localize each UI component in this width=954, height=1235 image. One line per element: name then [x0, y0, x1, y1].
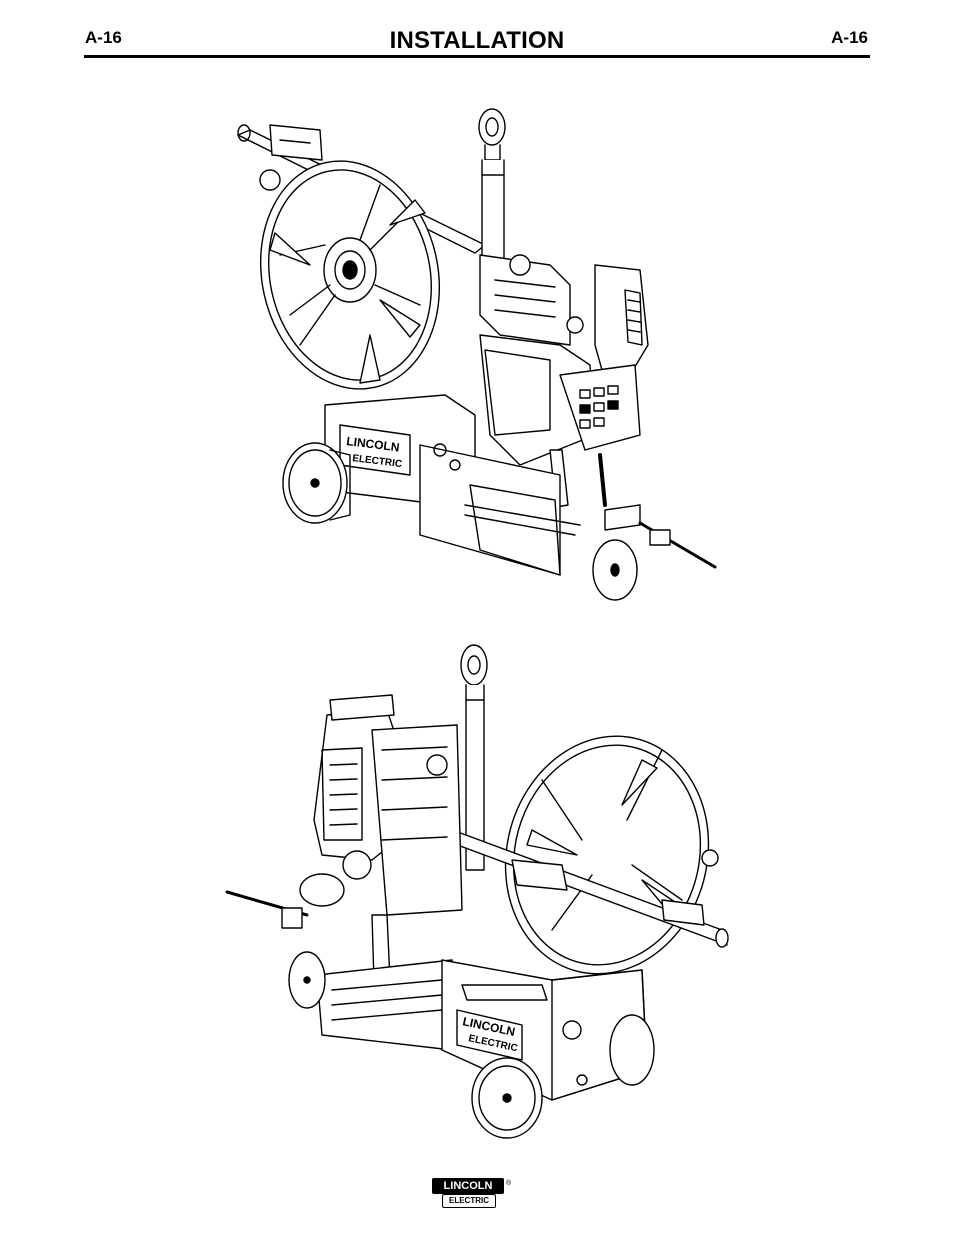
- tractor-chassis: LINCOLN ELECTRIC: [324, 394, 581, 576]
- feeder-block: [299, 724, 463, 916]
- logo-text-lincoln: LINCOLN: [432, 1178, 504, 1194]
- tractor-illustration-front-view: LINCOLN ELECTRIC: [237, 108, 717, 601]
- lincoln-electric-logo: LINCOLN ® ELECTRIC: [432, 1178, 514, 1208]
- feeder-block: [479, 254, 584, 346]
- rear-wheel: [282, 442, 351, 524]
- lifting-mast: [478, 108, 506, 266]
- rear-wheel: [471, 1014, 655, 1139]
- lifting-mast: [460, 644, 488, 871]
- section-title: INSTALLATION: [389, 27, 565, 54]
- tractor-logo-top-line1: LINCOLN: [346, 434, 401, 454]
- welding-torch: [225, 890, 391, 1011]
- guide-wheel-assembly: [592, 504, 717, 601]
- page-number-right: A-16: [831, 28, 868, 47]
- page-number-left: A-16: [85, 28, 122, 47]
- logo-registered-mark: ®: [506, 1180, 512, 1187]
- front-wheel: [288, 951, 326, 1009]
- wire-drive-motor: [594, 264, 649, 376]
- header-rule: [84, 55, 870, 58]
- control-box: [479, 334, 641, 466]
- wire-reel: [259, 160, 441, 390]
- tractor-illustration-rear-view: LINCOLN ELECTRIC: [225, 644, 729, 1139]
- logo-text-electric: ELECTRIC: [442, 1194, 496, 1208]
- reel-mount-bar: [411, 814, 729, 948]
